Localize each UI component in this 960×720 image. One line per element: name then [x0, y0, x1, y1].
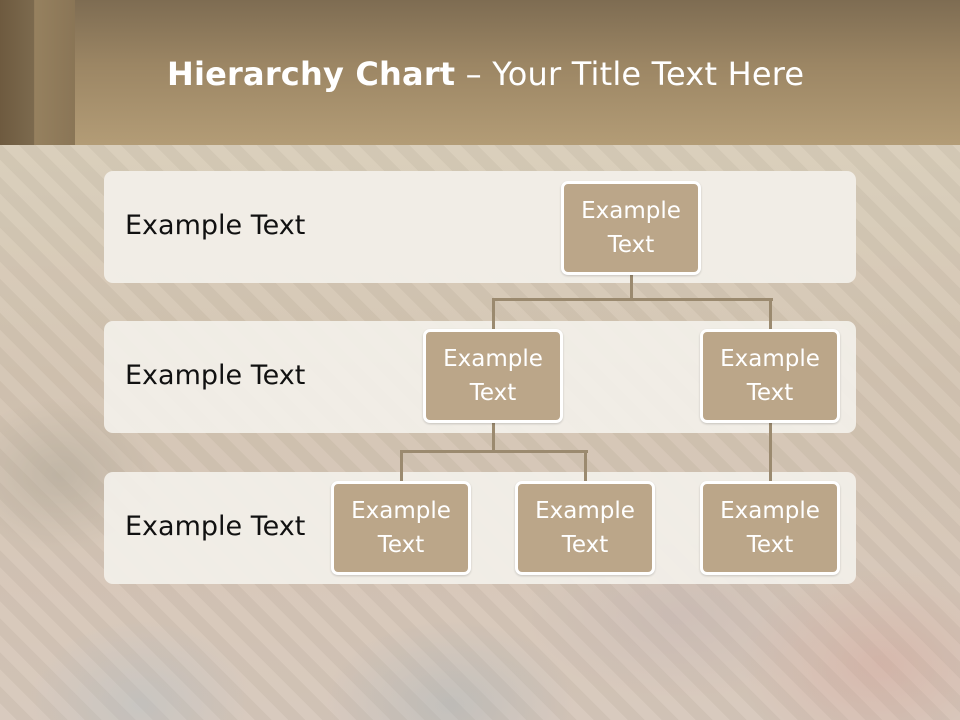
node-level3-3: Example Text	[700, 481, 840, 575]
slide-title-bold: Hierarchy Chart	[167, 55, 456, 93]
slide-title: Hierarchy Chart – Your Title Text Here	[167, 55, 804, 93]
header-accent-strip	[0, 0, 75, 145]
node-level2-left: Example Text	[423, 329, 563, 423]
row-band-1	[104, 171, 856, 283]
row-label-2: Example Text	[125, 360, 306, 391]
row-label-1: Example Text	[125, 210, 306, 241]
node-level3-3-label: Example Text	[720, 498, 820, 558]
node-root-label: Example Text	[581, 198, 681, 258]
row-label-3: Example Text	[125, 511, 306, 542]
connector-level3-middle	[584, 450, 587, 481]
connector-level3-left	[400, 450, 403, 481]
node-level2-left-label: Example Text	[443, 346, 543, 406]
node-level2-right-label: Example Text	[720, 346, 820, 406]
node-level3-1-label: Example Text	[351, 498, 451, 558]
header-band	[0, 0, 960, 145]
node-root: Example Text	[561, 181, 701, 275]
connector-level2-right	[769, 298, 772, 329]
node-level2-right: Example Text	[700, 329, 840, 423]
node-level3-2: Example Text	[515, 481, 655, 575]
connector-level2-left	[492, 298, 495, 329]
connector-level3-bar	[400, 450, 588, 453]
connector-l2a-down	[492, 423, 495, 452]
node-level3-2-label: Example Text	[535, 498, 635, 558]
connector-l2b-down	[769, 423, 772, 481]
connector-level2-bar	[492, 298, 773, 301]
node-level3-1: Example Text	[331, 481, 471, 575]
slide-title-rest: – Your Title Text Here	[455, 55, 805, 93]
connector-root-down	[630, 275, 633, 300]
